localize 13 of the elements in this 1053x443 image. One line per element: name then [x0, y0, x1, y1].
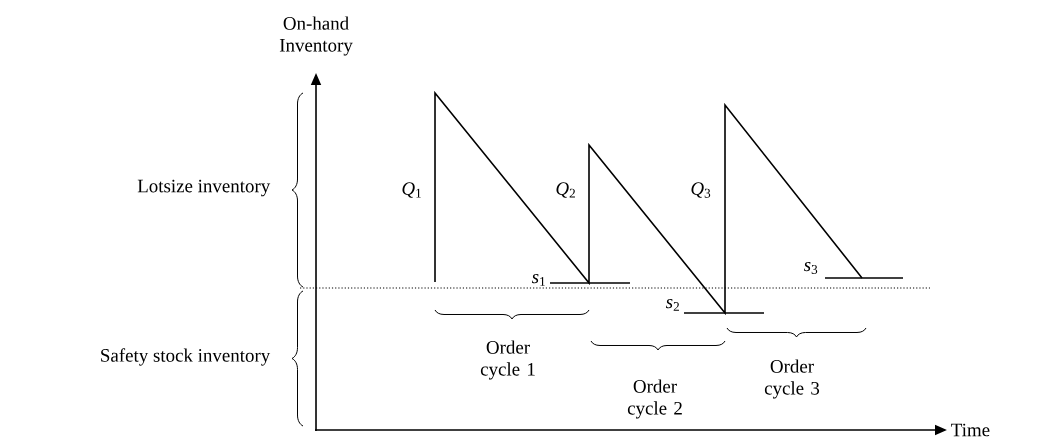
axis-title: Time: [951, 423, 990, 437]
brace-label: Lotsize inventory: [137, 179, 271, 197]
brace-label: Safety stock inventory: [101, 348, 271, 366]
quantity-label: Q$_{2}$: [556, 182, 575, 198]
brace-label: Order cycle 1: [480, 340, 535, 380]
quantity-label: Q$_{3}$: [691, 182, 711, 198]
level-label: s$_{3}$: [803, 262, 818, 274]
level-label: s$_{2}$: [665, 299, 679, 311]
brace-label: Order cycle 3: [764, 359, 820, 399]
level-label: s$_{1}$: [531, 274, 545, 286]
brace-label: Order cycle 2: [627, 379, 682, 419]
axis-title: On-hand Inventory: [279, 16, 353, 56]
quantity-label: Q$_{1}$: [402, 182, 421, 198]
